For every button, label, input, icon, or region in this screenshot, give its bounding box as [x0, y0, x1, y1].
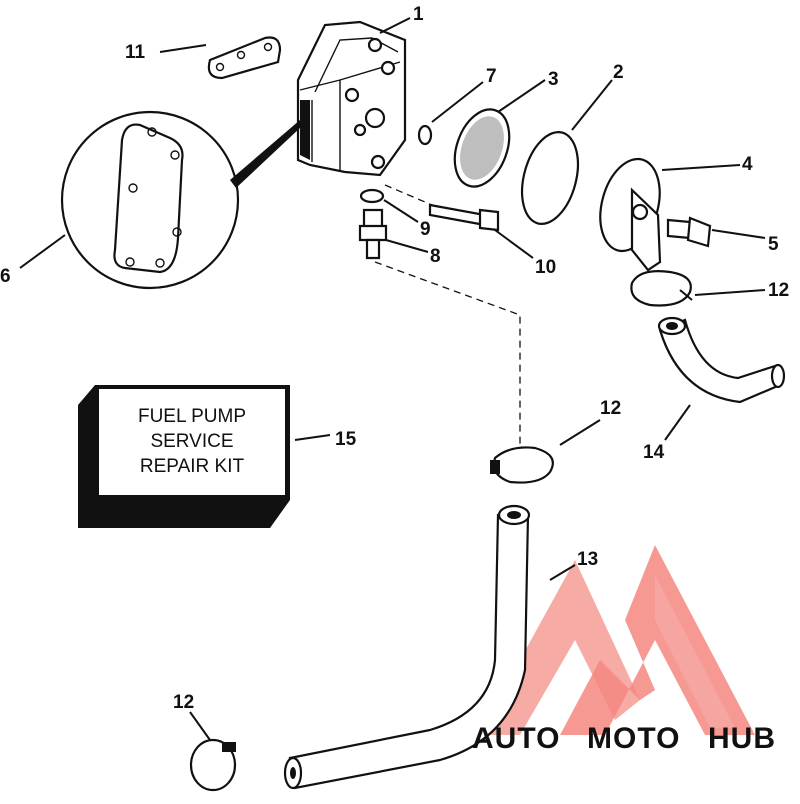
leader-9 [383, 199, 419, 223]
leader-3 [497, 79, 546, 113]
leader-5 [711, 229, 766, 239]
hose-route-line [374, 261, 521, 445]
callout-3: 3 [548, 69, 559, 90]
callout-14: 14 [643, 442, 665, 463]
kit-line-2: SERVICE [150, 431, 233, 452]
leader-1 [379, 17, 411, 34]
kit-line-3: REPAIR KIT [140, 456, 245, 477]
leader-14 [664, 404, 691, 441]
inlet-hose [283, 504, 531, 790]
fuel-pump-body [296, 20, 407, 177]
leader-2 [571, 79, 613, 131]
watermark-wordmark: AUTO MOTO HUB [472, 722, 776, 755]
hose-clamp-middle [490, 446, 554, 484]
callout-4: 4 [742, 154, 753, 175]
inlet-fitting [358, 208, 388, 260]
repair-kit-box: FUEL PUMP SERVICE REPAIR KIT [78, 385, 290, 528]
kit-line-1: FUEL PUMP [138, 406, 246, 427]
callout-13: 13 [577, 549, 598, 570]
o-ring-large [520, 131, 580, 225]
leader-8 [385, 239, 429, 253]
leader-7 [431, 81, 484, 123]
callout-12-middle: 12 [600, 398, 621, 419]
callout-9: 9 [420, 219, 431, 240]
o-ring-small [417, 124, 433, 146]
filter-screen [453, 108, 511, 188]
gasket-detail-circle [60, 110, 300, 290]
fitting-o-ring [359, 188, 385, 204]
callout-12-lower: 12 [173, 692, 194, 713]
outlet-hose [657, 316, 786, 404]
watermark-hub: HUB [708, 722, 776, 755]
callout-10: 10 [535, 257, 556, 278]
leader-13 [549, 564, 576, 581]
watermark-moto: MOTO [587, 722, 680, 755]
callout-2: 2 [613, 62, 624, 83]
leader-12b [559, 419, 601, 446]
leader-4 [661, 164, 741, 171]
leader-10 [494, 229, 534, 259]
mounting-bolt [428, 203, 500, 232]
leader-12c [189, 711, 211, 741]
callout-15: 15 [335, 429, 357, 450]
callout-5: 5 [768, 234, 779, 255]
gasket-plate [207, 36, 282, 80]
leader-6 [19, 234, 66, 269]
callout-8: 8 [430, 246, 441, 267]
watermark-auto: AUTO [472, 722, 560, 755]
hose-clamp-upper [630, 270, 693, 307]
cover-screw [666, 216, 712, 248]
leader-11 [159, 44, 207, 53]
hose-clamp-lower [189, 738, 237, 792]
leader-12a [694, 289, 766, 296]
callout-6: 6 [0, 266, 11, 287]
leader-15 [294, 434, 331, 441]
callout-11: 11 [125, 42, 146, 63]
callout-1: 1 [413, 4, 424, 25]
pump-cover [599, 157, 662, 272]
callout-12-upper: 12 [768, 280, 789, 301]
callout-7: 7 [486, 66, 497, 87]
